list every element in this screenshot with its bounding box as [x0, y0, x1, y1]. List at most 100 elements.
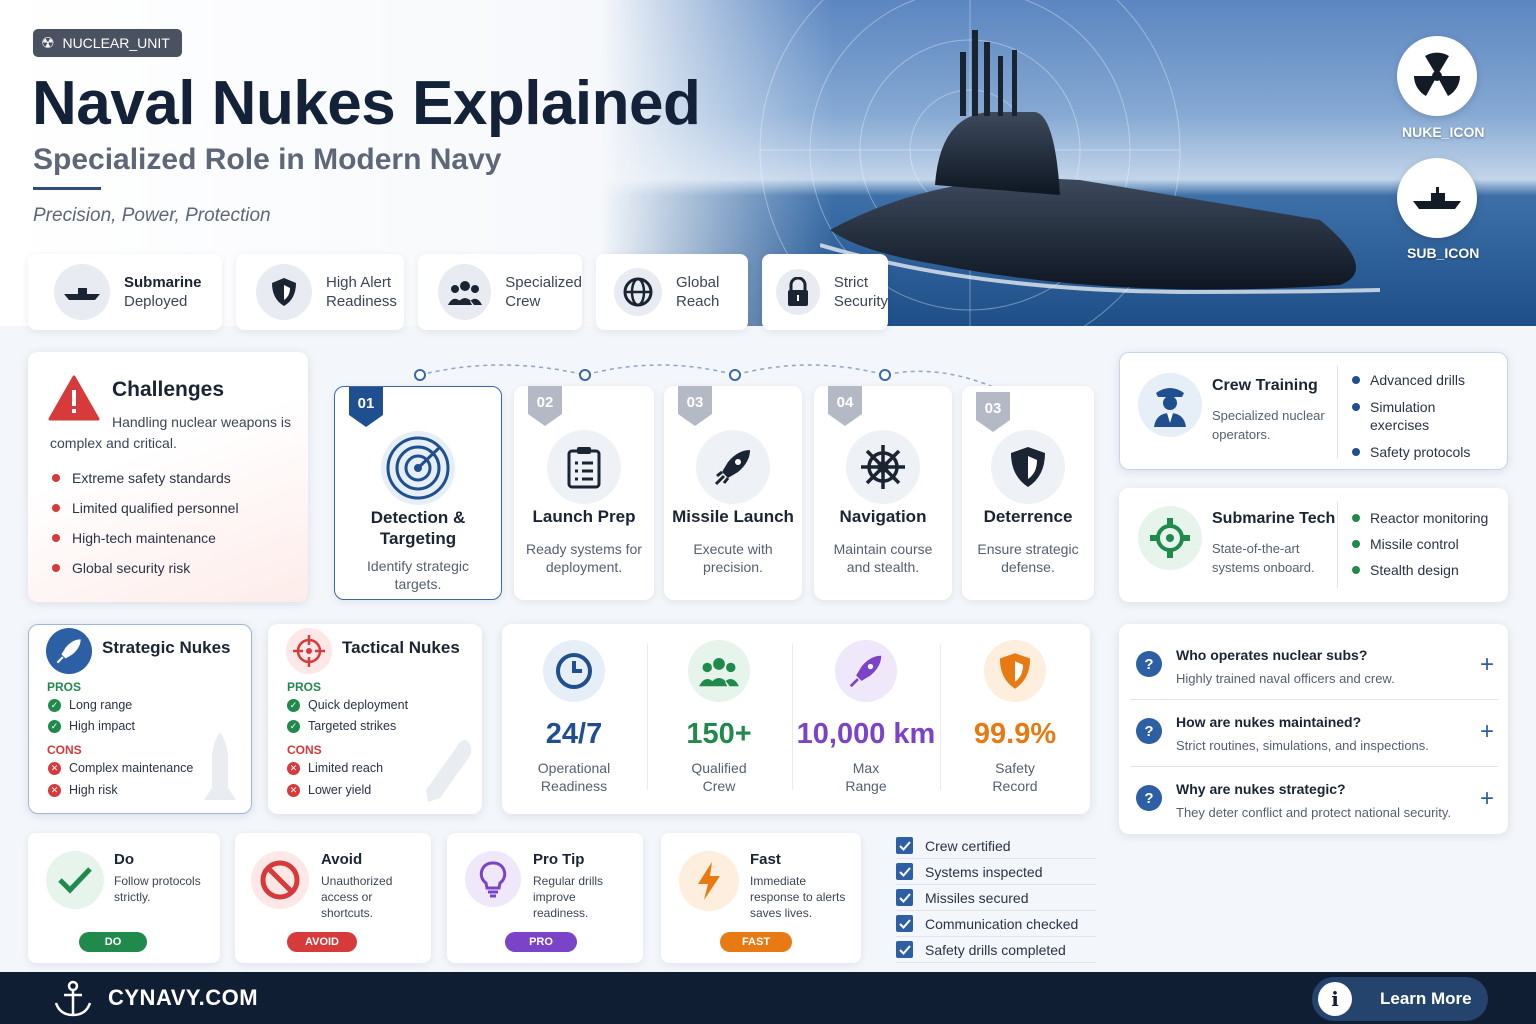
warning-icon	[48, 375, 100, 421]
tip-title: Avoid	[321, 851, 363, 868]
expand-plus-icon[interactable]: +	[1479, 651, 1494, 678]
challenge-item: High-tech maintenance	[52, 530, 216, 546]
radar-icon	[381, 431, 455, 505]
step-deterrence: 03 Deterrence Ensure strategic defense.	[962, 386, 1094, 600]
feature-line2: Readiness	[326, 293, 397, 310]
checklist-item[interactable]: Missiles secured	[896, 885, 1096, 911]
expand-plus-icon[interactable]: +	[1479, 785, 1494, 812]
tip-title: Fast	[750, 851, 781, 868]
step-detection-targeting: 01 Detection & Targeting Identify strate…	[334, 386, 502, 600]
faq-item[interactable]: ? How are nukes maintained? Strict routi…	[1120, 704, 1508, 770]
globe-icon	[614, 268, 662, 316]
step-description: Ensure strategic defense.	[977, 541, 1079, 575]
challenges-title: Challenges	[112, 378, 225, 401]
crew-training-title: Crew Training	[1212, 377, 1318, 394]
pro-item: ✓Quick deployment	[287, 698, 408, 712]
list-item: Advanced drills	[1352, 371, 1492, 389]
stat-label: Max	[852, 760, 880, 776]
tip-description: Regular drills improve readiness.	[533, 874, 604, 920]
stat-label: Crew	[702, 778, 736, 794]
tip-title: Do	[114, 851, 134, 868]
pro-item: ✓High impact	[48, 719, 135, 733]
cons-label: CONS	[47, 743, 82, 757]
divider	[1337, 366, 1338, 458]
faq-card	[1119, 624, 1508, 834]
tip-pro-card: Pro Tip Regular drills improve readiness…	[447, 833, 643, 963]
expand-plus-icon[interactable]: +	[1479, 718, 1494, 745]
footer-brand[interactable]: CYNAVY.COM	[108, 985, 259, 1010]
checkbox-icon[interactable]	[896, 889, 913, 906]
checkbox-icon[interactable]	[896, 863, 913, 880]
step-number: 03	[976, 392, 1010, 432]
submarine-tech-description: State-of-the-art systems onboard.	[1212, 541, 1315, 575]
submarine-image	[820, 30, 1380, 295]
nuke-icon	[1397, 36, 1477, 116]
pro-item: ✓Long range	[48, 698, 132, 712]
rocket-icon	[696, 430, 770, 504]
tip-description: Unauthorized access or shortcuts.	[321, 874, 393, 920]
prohibited-icon	[251, 851, 309, 909]
anchor-icon	[54, 980, 92, 1017]
checklist-item[interactable]: Systems inspected	[896, 859, 1096, 885]
checklist-item[interactable]: Crew certified	[896, 833, 1096, 859]
rocket-icon	[46, 628, 92, 674]
crosshair-icon	[286, 628, 332, 674]
tip-badge: DO	[79, 932, 147, 952]
step-description: Maintain course and stealth.	[833, 541, 933, 575]
shield-icon	[991, 430, 1065, 504]
lightning-icon	[679, 851, 739, 911]
divider	[1130, 766, 1498, 767]
missile-silhouette-icon	[426, 740, 472, 802]
faq-item[interactable]: ? Who operates nuclear subs? Highly trai…	[1120, 637, 1508, 703]
feature-line1: Submarine	[124, 274, 202, 291]
pro-item: ✓Targeted strikes	[287, 719, 396, 733]
shield-icon	[256, 264, 312, 320]
tip-badge: AVOID	[287, 932, 357, 952]
question-icon: ?	[1136, 785, 1162, 811]
step-description: Execute with precision.	[693, 541, 773, 575]
officer-icon	[1138, 373, 1202, 437]
pros-label: PROS	[47, 680, 82, 694]
checkbox-icon[interactable]	[896, 915, 913, 932]
feature-line2: Security	[833, 293, 888, 310]
tactical-nukes-title: Tactical Nukes	[342, 638, 460, 657]
divider	[792, 644, 793, 790]
learn-more-button[interactable]: i Learn More	[1312, 977, 1488, 1021]
footer	[0, 972, 1536, 1024]
title-divider	[33, 187, 101, 190]
faq-answer: They deter conflict and protect national…	[1176, 805, 1452, 820]
tip-fast-card: Fast Immediate response to alerts saves …	[661, 833, 861, 963]
tip-avoid-card: Avoid Unauthorized access or shortcuts. …	[235, 833, 431, 963]
checklist-item[interactable]: Safety drills completed	[896, 937, 1096, 963]
checklist-item[interactable]: Communication checked	[896, 911, 1096, 937]
step-name: Deterrence	[983, 507, 1073, 526]
step-missile-launch: 03 Missile Launch Execute with precision…	[664, 386, 802, 600]
checkbox-icon[interactable]	[896, 941, 913, 958]
faq-question: Why are nukes strategic?	[1176, 781, 1346, 797]
faq-question: How are nukes maintained?	[1176, 714, 1362, 730]
faq-item[interactable]: ? Why are nukes strategic? They deter co…	[1120, 771, 1508, 837]
crew-training-description: Specialized nuclear operators.	[1212, 408, 1325, 442]
challenge-item: Global security risk	[52, 560, 190, 576]
checkbox-icon[interactable]	[896, 837, 913, 854]
stat-label: Operational	[537, 760, 611, 776]
step-number: 04	[828, 386, 862, 426]
ship-wheel-icon	[846, 430, 920, 504]
question-icon: ?	[1136, 718, 1162, 744]
radiation-icon: ☢	[41, 35, 55, 52]
stat-label: Qualified	[691, 760, 747, 776]
sub-icon-label: SUB_ICON	[1407, 245, 1480, 261]
feature-line2: Deployed	[124, 293, 188, 310]
faq-answer: Highly trained naval officers and crew.	[1176, 671, 1395, 686]
crew-icon	[688, 640, 750, 702]
divider	[1130, 699, 1498, 700]
submarine-icon	[54, 264, 110, 320]
faq-answer: Strict routines, simulations, and inspec…	[1176, 738, 1429, 753]
nuclear-unit-tag: ☢ NUCLEAR_UNIT	[33, 29, 182, 57]
page-title: Naval Nukes Explained	[32, 69, 701, 138]
con-item: ✕High risk	[48, 783, 118, 797]
tip-do-card: Do Follow protocols strictly. DO	[28, 833, 220, 963]
